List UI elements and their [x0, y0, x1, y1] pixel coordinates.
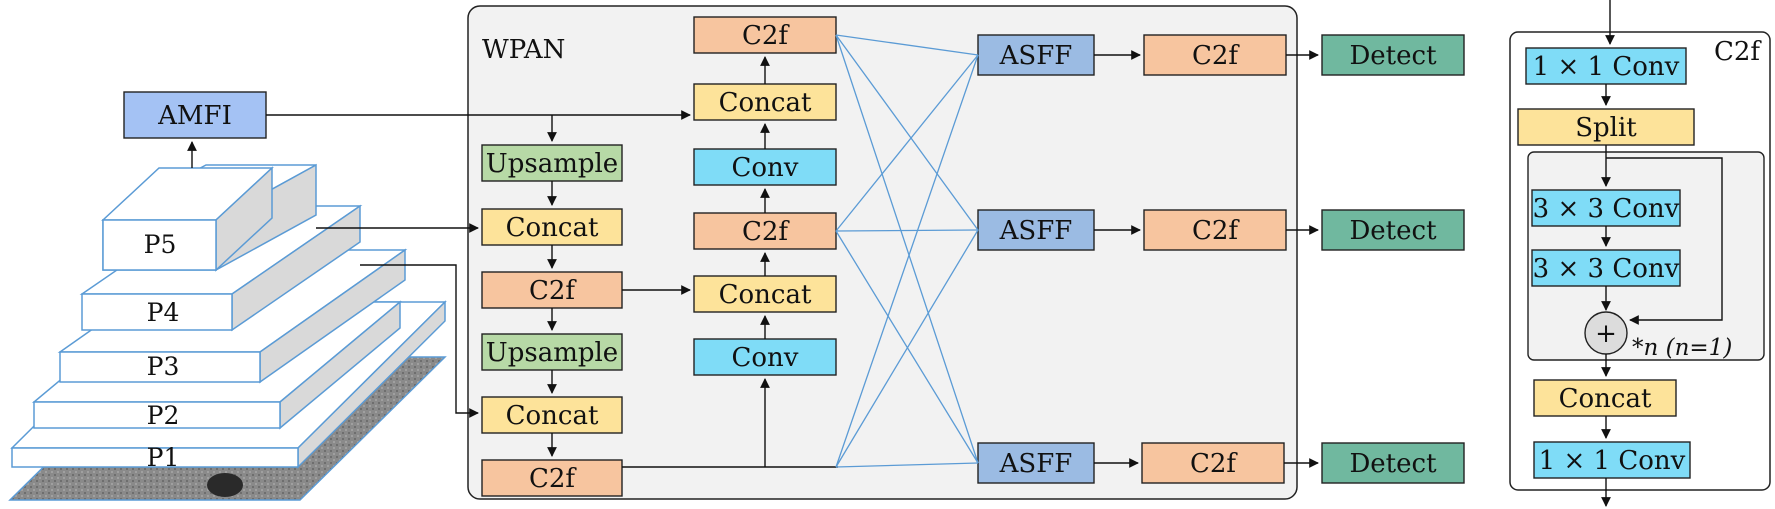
- head-c2f-top-label: C2f: [1192, 41, 1240, 71]
- col1-c2f-1: [481, 271, 623, 309]
- c2f-conv-out-label: 1 × 1 Conv: [1539, 446, 1686, 476]
- col2-concat-mid-label: Concat: [719, 280, 812, 310]
- col2-c2f-mid-label: C2f: [742, 217, 790, 247]
- col2-concat-top-label: Concat: [719, 88, 812, 118]
- c2f-conv-in: [1525, 47, 1687, 85]
- head-c2f-bottom-label: C2f: [1190, 449, 1238, 479]
- c2f-residual-edge: [1606, 157, 1723, 325]
- c2f-conv-out: [1533, 441, 1691, 479]
- p5-label-front: P5: [144, 230, 177, 259]
- c2f-conv-in-label: 1 × 1 Conv: [1533, 52, 1680, 82]
- asff-mid-label: ASFF: [999, 216, 1073, 246]
- wpan-column-2: C2f Concat Conv C2f Concat Conv: [693, 16, 837, 376]
- p1-label: P1: [147, 443, 180, 472]
- asff-bottom: [977, 442, 1095, 484]
- detect-top-label: Detect: [1349, 41, 1437, 71]
- head-c2f-bottom: [1141, 442, 1285, 484]
- p5-front-face: [102, 219, 217, 271]
- detect-top: [1321, 34, 1465, 76]
- col2-conv-mid: [693, 338, 837, 376]
- head-c2f-mid-label: C2f: [1192, 216, 1240, 246]
- p4-label: P4: [147, 298, 180, 327]
- amfi-block: AMFI: [123, 91, 267, 139]
- c2f-split: [1517, 108, 1695, 146]
- detect-column: Detect Detect Detect: [1321, 34, 1465, 484]
- col1-upsample-2-label: Upsample: [486, 338, 618, 368]
- c2f-concat-label: Concat: [1559, 384, 1652, 414]
- amfi-label: AMFI: [157, 101, 232, 131]
- asff-bottom-label: ASFF: [999, 449, 1073, 479]
- col1-upsample-2: [481, 333, 623, 371]
- c2f-conv-a-label: 3 × 3 Conv: [1533, 194, 1680, 224]
- col2-concat-top: [693, 83, 837, 121]
- col2-conv-mid-label: Conv: [732, 343, 799, 373]
- detect-bottom-label: Detect: [1349, 449, 1437, 479]
- col1-upsample-1-label: Upsample: [486, 149, 618, 179]
- col1-c2f-2: [481, 459, 623, 497]
- col1-c2f-2-label: C2f: [529, 464, 577, 494]
- c2f-add-symbol: +: [1595, 319, 1617, 349]
- asff-cross-edges: [835, 34, 979, 468]
- col2-concat-mid: [693, 275, 837, 313]
- col1-upsample-1: [481, 144, 623, 182]
- p3-label: P3: [147, 352, 180, 381]
- asff-top-label: ASFF: [999, 41, 1073, 71]
- wpan-panel: [467, 5, 1298, 500]
- amfi-box: [123, 91, 267, 139]
- col2-c2f-top: [693, 16, 837, 54]
- wpan-column-1: Upsample Concat C2f Upsample Concat C2f: [481, 144, 623, 497]
- asff-column: ASFF ASFF ASFF: [977, 34, 1095, 484]
- feature-pyramid: P1 P2 P3 P4 P5: [8, 160, 447, 501]
- c2f-detail-title: C2f: [1714, 37, 1762, 67]
- detect-mid: [1321, 209, 1465, 251]
- col1-concat-2-label: Concat: [506, 401, 599, 431]
- col2-conv-top-label: Conv: [732, 153, 799, 183]
- p2-label: P2: [147, 401, 180, 430]
- col1-concat-1-label: Concat: [506, 213, 599, 243]
- c2f-conv-b-label: 3 × 3 Conv: [1533, 254, 1680, 284]
- col2-conv-top: [693, 148, 837, 186]
- c2f-conv-b: [1531, 249, 1681, 287]
- edge-p4-to-concat: [360, 264, 479, 418]
- col1-concat-1: [481, 208, 623, 246]
- col1-c2f-1-label: C2f: [529, 276, 577, 306]
- wpan-title: WPAN: [482, 35, 565, 65]
- c2f-repeat-note: *n (n=1): [1632, 335, 1732, 361]
- c2f-conv-a: [1531, 189, 1681, 227]
- c2f-concat: [1533, 379, 1677, 417]
- wpan-edges: [266, 56, 838, 468]
- detect-bottom: [1321, 442, 1465, 484]
- c2f-detail-panel: C2f 1 × 1 Conv Split 3 × 3 Conv 3 × 3 Co…: [1509, 0, 1771, 507]
- detect-mid-label: Detect: [1349, 216, 1437, 246]
- col2-c2f-top-label: C2f: [742, 21, 790, 51]
- col1-concat-2: [481, 396, 623, 434]
- input-image-shadow: [207, 473, 243, 497]
- head-c2f-top: [1143, 34, 1287, 76]
- c2f-split-label: Split: [1575, 113, 1637, 143]
- asff-mid: [977, 209, 1095, 251]
